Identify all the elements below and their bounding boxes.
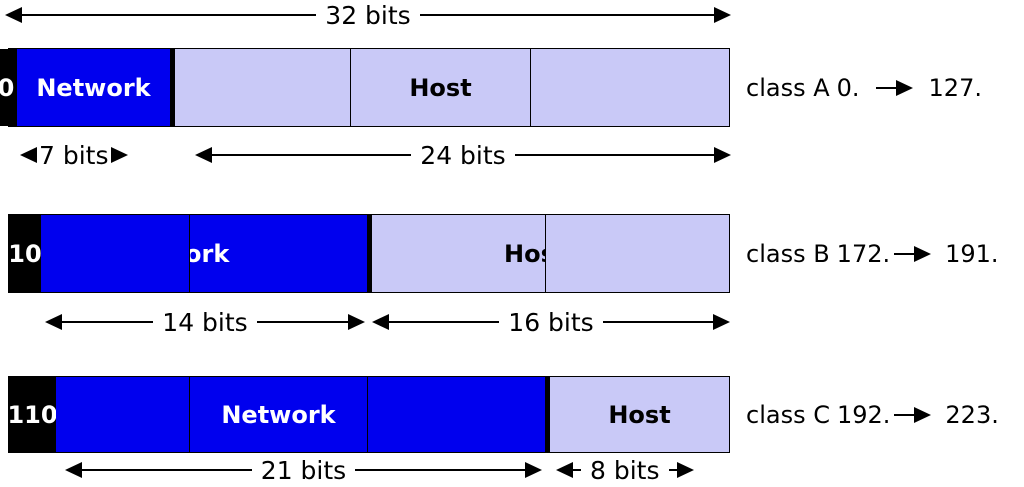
dimension-line-right — [668, 469, 677, 471]
right-arrow-icon — [875, 80, 913, 96]
left-arrow-icon — [556, 462, 573, 478]
prefix-bits-class-b: 10 — [9, 215, 41, 292]
dimension-line-left — [62, 321, 154, 323]
class-b-range-start: 172. — [836, 240, 891, 268]
address-bar-class-b: 10 Network Host — [8, 214, 730, 293]
dimension-21-bits: 21 bits — [65, 455, 542, 485]
dimension-line-right — [256, 321, 348, 323]
prefix-bits-class-a: 0 — [0, 49, 17, 126]
dimension-32-bits: 32 bits — [5, 0, 731, 30]
dimension-7-bits: 7 bits — [20, 140, 185, 170]
network-octet-2-class-b: Network — [189, 215, 367, 292]
class-c-range-start: 192. — [836, 401, 891, 429]
host-field-label: Host — [504, 239, 545, 268]
class-c-range-label: class C 192. 223. — [746, 400, 999, 430]
class-c-name: class C — [746, 401, 830, 429]
prefix-bits-class-c: 110 — [9, 377, 56, 452]
network-field-label: Network — [221, 400, 336, 429]
host-octet-4-class-b — [545, 215, 729, 292]
right-arrow-icon — [894, 407, 932, 423]
dimension-line-left — [82, 469, 252, 471]
network-field-label: Network — [190, 239, 230, 268]
network-octet-1-class-b — [41, 215, 189, 292]
network-octet-2-class-c: Network — [189, 377, 367, 452]
dimension-16-bits: 16 bits — [372, 307, 730, 337]
dimension-24-bits: 24 bits — [195, 140, 731, 170]
dimension-label-7-bits: 7 bits — [39, 140, 109, 170]
left-arrow-icon — [195, 147, 212, 163]
host-octet-3-class-a: Host — [350, 49, 530, 126]
class-b-name: class B — [746, 240, 830, 268]
right-arrow-icon — [894, 246, 932, 262]
dimension-line-right — [602, 321, 713, 323]
right-arrow-icon — [110, 147, 128, 163]
dimension-8-bits: 8 bits — [556, 455, 730, 485]
right-arrow-icon — [348, 314, 365, 330]
class-b-range-end: 191. — [945, 240, 999, 268]
address-bar-class-c: 110 Network Host — [8, 376, 730, 453]
host-field-label: Host — [409, 73, 472, 102]
network-field-class-a: Network — [17, 49, 170, 126]
left-arrow-icon — [372, 314, 389, 330]
dimension-line-left — [573, 469, 581, 471]
class-b-range-label: class B 172. 191. — [746, 239, 999, 269]
host-octet-4-class-a — [530, 49, 729, 126]
network-field-label: Network — [36, 73, 151, 102]
dimension-line-left — [389, 321, 500, 323]
class-a-range-start: 0. — [836, 74, 860, 102]
left-arrow-icon — [65, 462, 82, 478]
class-a-range-label: class A 0. 127. — [746, 73, 982, 103]
class-a-range-end: 127. — [928, 74, 982, 102]
class-a-name: class A — [746, 74, 830, 102]
left-arrow-icon — [45, 314, 62, 330]
host-field-label: Host — [608, 400, 671, 429]
dimension-label-14-bits: 14 bits — [162, 307, 248, 337]
left-arrow-icon — [20, 147, 37, 163]
prefix-bits-label: 110 — [9, 400, 56, 429]
class-c-range-end: 223. — [945, 401, 999, 429]
dimension-label-8-bits: 8 bits — [590, 455, 660, 485]
left-arrow-icon — [5, 7, 22, 23]
network-octet-1-class-c — [56, 377, 189, 452]
dimension-line-right — [355, 469, 525, 471]
right-arrow-icon — [714, 147, 731, 163]
host-octet-2-class-a — [170, 49, 350, 126]
dimension-label-32-bits: 32 bits — [325, 0, 411, 30]
network-octet-3-class-c — [367, 377, 545, 452]
prefix-bits-label: 0 — [0, 73, 15, 102]
dimension-14-bits: 14 bits — [45, 307, 365, 337]
dimension-label-16-bits: 16 bits — [508, 307, 594, 337]
host-octet-4-class-c: Host — [545, 377, 729, 452]
host-octet-3-class-b: Host — [367, 215, 545, 292]
dimension-label-21-bits: 21 bits — [260, 455, 347, 485]
address-bar-class-a: 0 Network Host — [0, 48, 730, 127]
right-arrow-icon — [525, 462, 542, 478]
dimension-line-right — [514, 154, 714, 156]
dimension-label-24-bits: 24 bits — [420, 140, 506, 170]
right-arrow-icon — [713, 314, 730, 330]
right-arrow-icon — [676, 462, 694, 478]
dimension-line-left — [212, 154, 412, 156]
prefix-bits-label: 10 — [9, 239, 41, 268]
dimension-line-left — [22, 14, 317, 16]
right-arrow-icon — [714, 7, 731, 23]
dimension-line-right — [419, 14, 714, 16]
